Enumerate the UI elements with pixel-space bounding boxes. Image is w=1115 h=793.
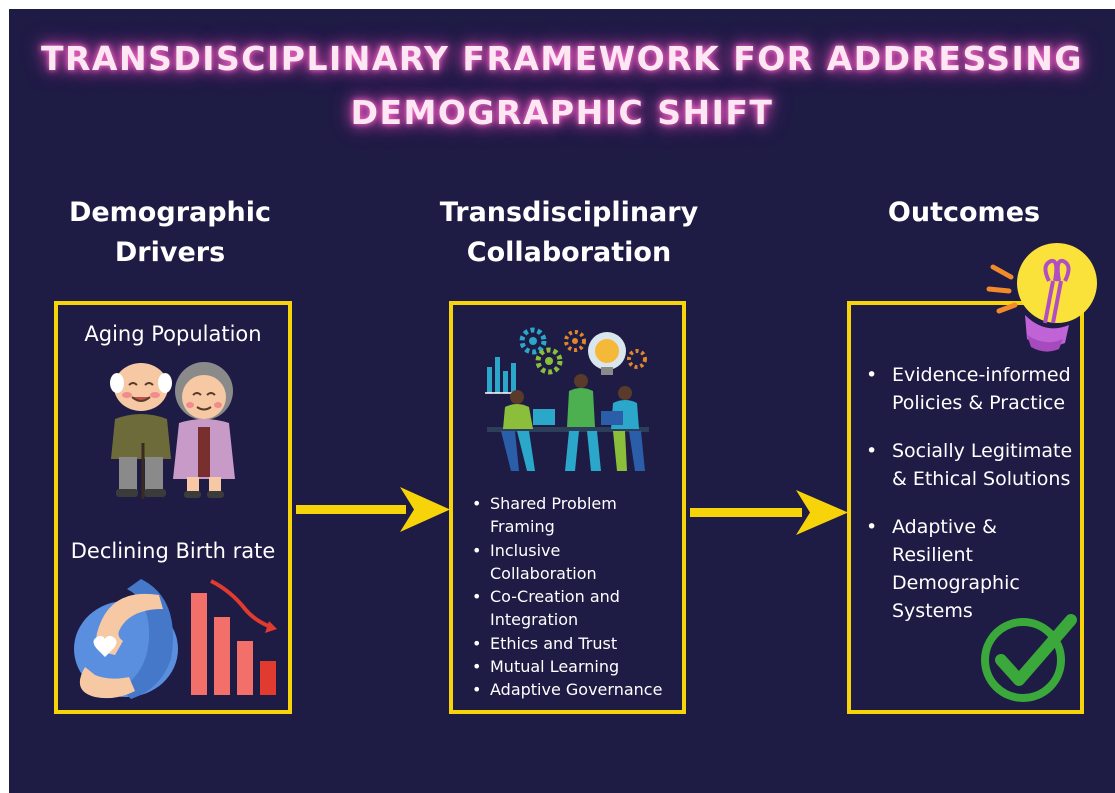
label-declining-birth-rate: Declining Birth rate [70,539,276,563]
pregnant-belly-icon [74,579,178,699]
list-item: •Adaptive Governance [472,680,663,700]
heading-outcomes: Outcomes [864,193,1064,233]
title-line-2: DEMOGRAPHIC SHIFT [350,93,774,132]
heading-demographic-drivers: Demographic Drivers [45,193,295,273]
item-text: Policies & Practice [892,392,1066,414]
item-text: Collaboration [490,563,597,583]
item-text: Socially Legitimate [892,440,1073,462]
list-item: •Ethics and Trust [472,633,618,653]
heading-transdisciplinary-collaboration: Transdisciplinary Collaboration [429,193,709,273]
heading-line: Drivers [114,237,226,268]
item-text: Shared Problem [490,494,617,513]
team-collaboration-icon [485,327,649,471]
heading-line: Demographic [68,197,272,228]
box-outcomes [847,301,1084,714]
declining-bar-chart-icon [191,579,277,695]
heading-line: Collaboration [466,237,672,268]
item-text: Co-Creation and [490,587,620,607]
checkmark-icon [981,614,1077,702]
title-line-1: TRANSDISCIPLINARY FRAMEWORK FOR ADDRESSI… [40,39,1084,78]
item-text: Integration [490,610,579,630]
item-text: Demographic [892,572,1020,594]
arrow-drivers-to-collaboration [296,487,450,532]
item-text: Resilient [892,544,973,566]
item-text: Ethics and Trust [490,633,618,653]
box-transdisciplinary-collaboration [449,301,686,714]
item-text: Framing [490,517,555,537]
item-text: Mutual Learning [490,657,620,677]
label-aging-population: Aging Population [84,322,262,346]
item-text: Systems [892,600,973,622]
elderly-couple-icon [110,362,235,499]
item-text: Evidence-informed [892,364,1071,386]
list-item: •Socially Legitimate& Ethical Solutions [866,440,1073,490]
item-text: & Ethical Solutions [892,468,1071,490]
diagram-canvas: TRANSDISCIPLINARY FRAMEWORK FOR ADDRESSI… [9,9,1115,793]
item-text: Inclusive [490,540,561,560]
item-text: Adaptive Governance [490,680,663,700]
heading-line: Outcomes [887,197,1041,228]
list-item: •Mutual Learning [472,657,620,677]
arrow-collaboration-to-outcomes [690,490,848,535]
box-demographic-drivers [54,301,292,714]
heading-line: Transdisciplinary [439,197,699,228]
lightbulb-icon [986,243,1097,352]
item-text: Adaptive & [892,516,997,538]
